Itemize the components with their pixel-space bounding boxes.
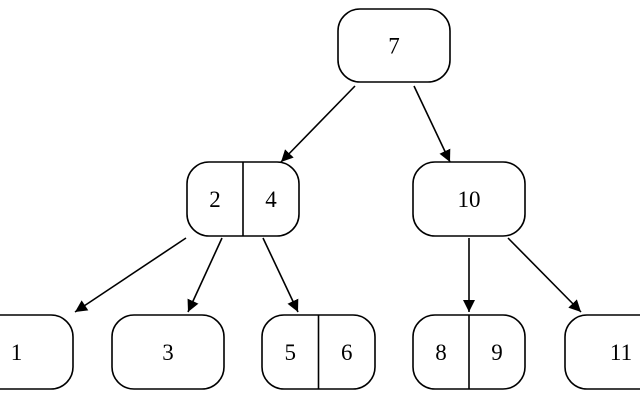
node-box bbox=[337, 8, 451, 83]
edge-n2_4-to-n3 bbox=[187, 237, 223, 313]
tree-node-n1: 1 bbox=[0, 314, 74, 390]
node-key-label: 4 bbox=[265, 187, 277, 212]
tree-node-n11: 11 bbox=[564, 314, 640, 390]
tree-node-n10: 10 bbox=[412, 161, 526, 237]
node-box bbox=[0, 314, 74, 390]
tree-node-n3: 3 bbox=[111, 314, 225, 390]
node-key-label: 9 bbox=[491, 340, 503, 365]
node-key-label: 11 bbox=[610, 340, 632, 365]
node-box bbox=[564, 314, 640, 390]
node-key-label: 1 bbox=[11, 340, 23, 365]
node-key-label: 10 bbox=[458, 187, 481, 212]
edge-n10-to-n11 bbox=[507, 237, 582, 313]
edge-n7-to-n2_4 bbox=[280, 85, 356, 163]
node-key-label: 2 bbox=[209, 187, 221, 212]
tree-node-n7: 7 bbox=[337, 8, 451, 83]
node-box bbox=[412, 161, 526, 237]
node-key-label: 3 bbox=[162, 340, 174, 365]
edge-n7-to-n10 bbox=[413, 85, 451, 163]
node-key-label: 7 bbox=[388, 34, 400, 59]
node-key-label: 6 bbox=[341, 340, 353, 365]
edge-n2_4-to-n5_6 bbox=[262, 237, 299, 313]
node-box bbox=[111, 314, 225, 390]
node-key-label: 5 bbox=[285, 340, 297, 365]
node-key-label: 8 bbox=[435, 340, 447, 365]
edge-n2_4-to-n1 bbox=[74, 237, 187, 313]
